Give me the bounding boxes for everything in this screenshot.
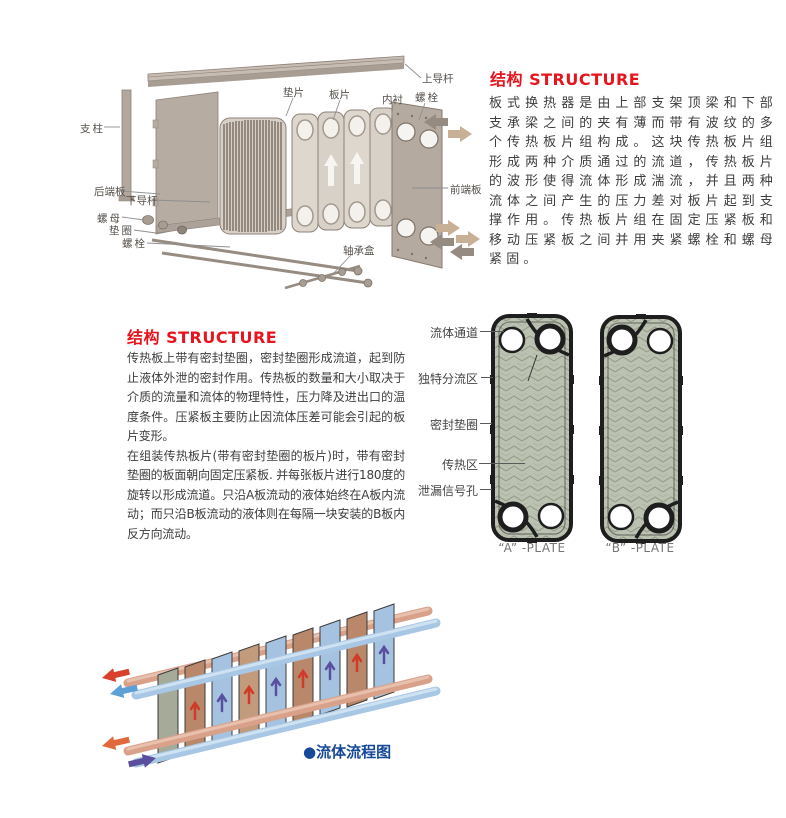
label-gasket: 垫片 [283, 87, 304, 99]
flow-arrows [424, 114, 480, 260]
structure-paragraph-1: 传热板上带有密封垫圈，密封垫圈形成流道，起到防止液体外泄的密封作用。传热板的数量… [127, 351, 405, 443]
label-liner: 内衬 [382, 94, 403, 106]
label-support-column: 支柱 [80, 123, 105, 135]
label-front-end-plate: 前端板 [450, 184, 482, 196]
plate-a-figure [490, 313, 574, 543]
label-bearing-box: 轴承盒 [343, 245, 375, 257]
label-sealing-gasket: 密封垫圈 [429, 418, 478, 432]
label-fluid-channel: 流体通道 [429, 326, 478, 340]
structure-body-top: 板式换热器是由上部支架顶梁和下部支承梁之间的夹有薄而带有波纹的多个传热板片组构成… [489, 96, 777, 267]
label-bolt-top: 螺栓 [415, 92, 440, 104]
label-nut: 螺母 [97, 213, 122, 225]
plate-b-caption: “B” -PLATE [605, 541, 675, 555]
label-rear-end-plate: 后端板 [94, 186, 126, 198]
structure-heading-top: 结构 STRUCTURE [490, 70, 641, 89]
structure-body-mid: 传热板上带有密封垫圈，密封垫圈形成流道，起到防止液体外泄的密封作用。传热板的数量… [127, 349, 405, 544]
flow-diagram [102, 603, 441, 768]
label-heat-transfer-area: 传热区 [441, 458, 478, 472]
loose-plates [291, 107, 397, 233]
leader-line [480, 489, 492, 490]
label-bottom-guide-bar: 下导杆 [126, 195, 158, 207]
structure-heading-mid: 结构 STRUCTURE [127, 328, 278, 347]
structure-paragraph-2: 在组装传热板片(带有密封垫圈的板片)时，带有密封垫圈的板面朝向固定压紧板. 并每… [127, 448, 405, 541]
plate-b-figure [599, 314, 683, 544]
flow-diagram-caption: ●流体流程图 [303, 743, 392, 761]
label-bolt: 螺栓 [122, 238, 147, 250]
leader-line [480, 331, 504, 332]
label-leak-signal-hole: 泄漏信号孔 [417, 484, 478, 498]
exploded-diagram [104, 55, 480, 290]
leader-line [479, 463, 525, 464]
label-top-guide-bar: 上导杆 [422, 73, 454, 85]
leader-line [480, 423, 492, 424]
label-washer: 垫圈 [109, 225, 134, 237]
label-distribution-area: 独特分流区 [417, 372, 478, 386]
plate-a-caption: “A” -PLATE [498, 541, 566, 555]
label-plate: 板片 [329, 89, 350, 101]
leader-line [481, 377, 493, 378]
